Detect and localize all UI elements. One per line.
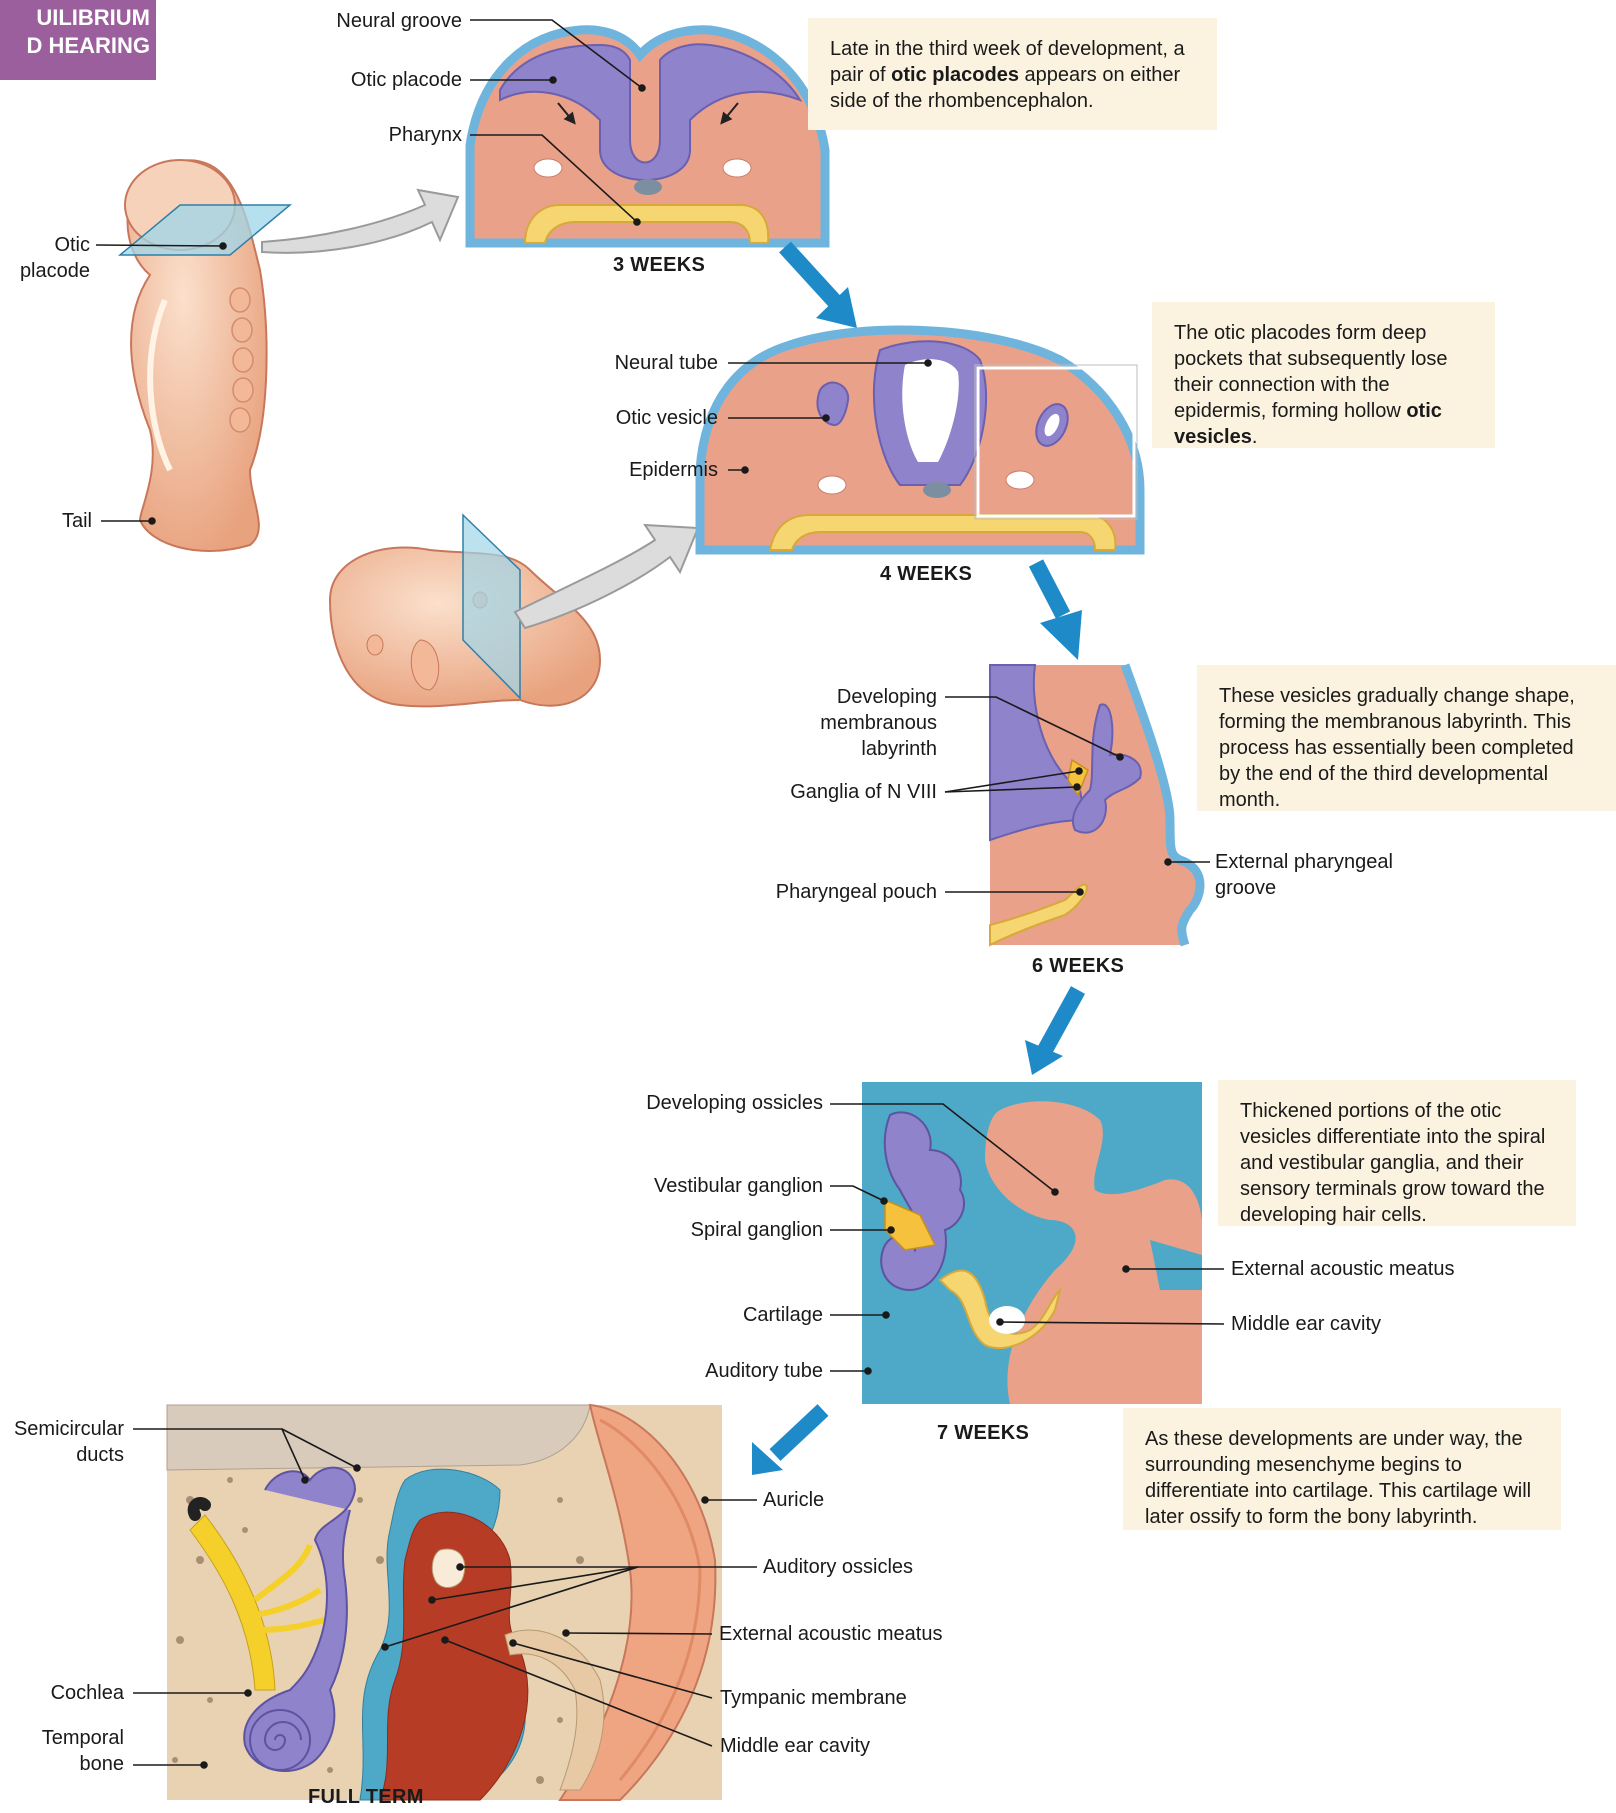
label-otic-placode-embryo-1: Otic bbox=[54, 232, 90, 258]
label-middle-ear-cavity-full: Middle ear cavity bbox=[720, 1733, 870, 1759]
label-cochlea: Cochlea bbox=[51, 1680, 124, 1706]
view-arrow-1 bbox=[262, 190, 458, 253]
label-otic-vesicle: Otic vesicle bbox=[616, 405, 718, 431]
progress-arrow-1 bbox=[785, 247, 838, 305]
progress-arrow-3 bbox=[1045, 990, 1078, 1050]
note-2-post: . bbox=[1252, 426, 1258, 448]
label-ganglia-n-viii: Ganglia of N VIII bbox=[790, 779, 937, 805]
label-otic-placode-section: Otic placode bbox=[351, 67, 462, 93]
label-developing-membranous-2: membranous bbox=[820, 710, 937, 736]
label-developing-ossicles: Developing ossicles bbox=[646, 1090, 823, 1116]
note-otic-placodes: Late in the third week of development, a… bbox=[808, 18, 1217, 130]
section-7-weeks bbox=[862, 1082, 1202, 1404]
label-developing-membranous-3: labyrinth bbox=[861, 736, 937, 762]
stage-4-weeks: 4 WEEKS bbox=[880, 563, 972, 586]
label-tympanic-membrane: Tympanic membrane bbox=[720, 1685, 907, 1711]
stage-full-term: FULL TERM bbox=[308, 1786, 424, 1809]
label-cartilage: Cartilage bbox=[743, 1302, 823, 1328]
stage-6-weeks: 6 WEEKS bbox=[1032, 955, 1124, 978]
stage-3-weeks: 3 WEEKS bbox=[613, 254, 705, 277]
section-6-weeks bbox=[990, 665, 1200, 945]
label-tail: Tail bbox=[62, 508, 92, 534]
label-external-acoustic-meatus-full: External acoustic meatus bbox=[719, 1621, 942, 1647]
label-pharyngeal-pouch: Pharyngeal pouch bbox=[776, 879, 937, 905]
note-otic-vesicles: The otic placodes form deep pockets that… bbox=[1152, 302, 1495, 448]
label-auditory-tube: Auditory tube bbox=[705, 1358, 823, 1384]
label-external-acoustic-meatus-7w: External acoustic meatus bbox=[1231, 1256, 1454, 1282]
note-membranous-labyrinth: These vesicles gradually change shape, f… bbox=[1197, 665, 1616, 811]
note-bony-labyrinth: As these developments are under way, the… bbox=[1123, 1408, 1561, 1530]
label-external-pharyngeal-groove-1: External pharyngeal bbox=[1215, 849, 1393, 875]
label-spiral-ganglion: Spiral ganglion bbox=[691, 1217, 823, 1243]
label-semicircular-ducts-1: Semicircular bbox=[14, 1416, 124, 1442]
label-temporal-bone-2: bone bbox=[80, 1751, 125, 1777]
label-temporal-bone-1: Temporal bbox=[42, 1725, 124, 1751]
label-neural-groove: Neural groove bbox=[336, 8, 462, 34]
progress-arrow-4 bbox=[775, 1410, 823, 1455]
note-ganglia: Thickened portions of the otic vesicles … bbox=[1218, 1080, 1576, 1226]
progress-arrow-2 bbox=[1036, 563, 1063, 615]
label-auditory-ossicles: Auditory ossicles bbox=[763, 1554, 913, 1580]
label-pharynx: Pharynx bbox=[389, 122, 462, 148]
label-developing-membranous-1: Developing bbox=[837, 684, 937, 710]
stage-7-weeks: 7 WEEKS bbox=[937, 1422, 1029, 1445]
label-middle-ear-cavity-7w: Middle ear cavity bbox=[1231, 1311, 1381, 1337]
label-external-pharyngeal-groove-2: groove bbox=[1215, 875, 1276, 901]
label-auricle: Auricle bbox=[763, 1487, 824, 1513]
view-arrow-2 bbox=[515, 525, 698, 628]
label-epidermis: Epidermis bbox=[629, 457, 718, 483]
label-neural-tube: Neural tube bbox=[615, 350, 718, 376]
embryo-side-view bbox=[120, 160, 290, 551]
section-3-weeks bbox=[470, 30, 825, 243]
section-full-term bbox=[167, 1405, 722, 1800]
label-otic-placode-embryo-2: placode bbox=[20, 258, 90, 284]
label-semicircular-ducts-2: ducts bbox=[76, 1442, 124, 1468]
label-vestibular-ganglion: Vestibular ganglion bbox=[654, 1173, 823, 1199]
note-1-bold: otic placodes bbox=[891, 64, 1019, 86]
